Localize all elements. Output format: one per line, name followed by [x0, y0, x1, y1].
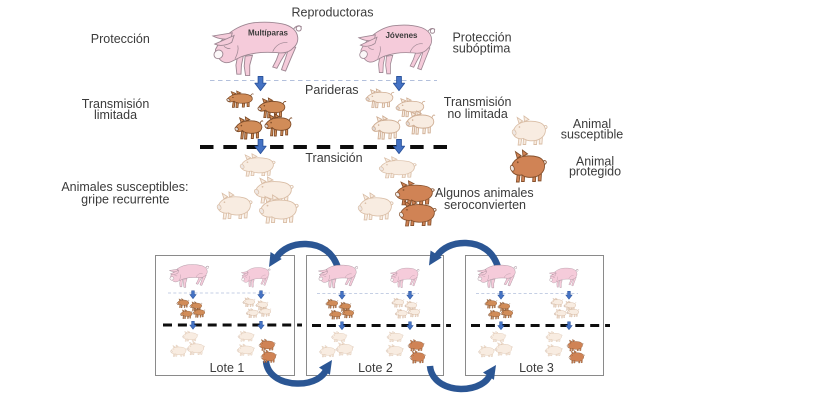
- svg-text:Transición: Transición: [305, 151, 362, 165]
- svg-text:Multíparas: Multíparas: [248, 29, 289, 38]
- svg-text:Animal: Animal: [573, 117, 611, 131]
- svg-text:gripe recurrente: gripe recurrente: [81, 192, 169, 206]
- svg-text:protegido: protegido: [569, 165, 621, 179]
- svg-text:Transmisión: Transmisión: [444, 95, 512, 109]
- svg-text:Reproductoras: Reproductoras: [292, 6, 374, 20]
- svg-text:Lote 2: Lote 2: [358, 361, 393, 375]
- svg-text:Protección: Protección: [91, 32, 150, 46]
- svg-text:Animales susceptibles:: Animales susceptibles:: [61, 180, 188, 194]
- svg-text:no limitada: no limitada: [447, 107, 507, 121]
- svg-text:Lote 1: Lote 1: [210, 361, 245, 375]
- svg-text:susceptible: susceptible: [561, 128, 624, 142]
- svg-text:Jóvenes: Jóvenes: [385, 31, 418, 40]
- svg-text:Algunos animales: Algunos animales: [435, 186, 534, 200]
- svg-text:subóptima: subóptima: [453, 42, 511, 56]
- svg-text:Lote 3: Lote 3: [519, 361, 554, 375]
- svg-text:seroconvierten: seroconvierten: [444, 198, 526, 212]
- svg-text:Protección: Protección: [452, 30, 511, 44]
- svg-text:Animal: Animal: [576, 154, 614, 168]
- svg-text:Parideras: Parideras: [305, 83, 359, 97]
- svg-text:Transmisión: Transmisión: [82, 97, 150, 111]
- svg-text:limitada: limitada: [94, 108, 137, 122]
